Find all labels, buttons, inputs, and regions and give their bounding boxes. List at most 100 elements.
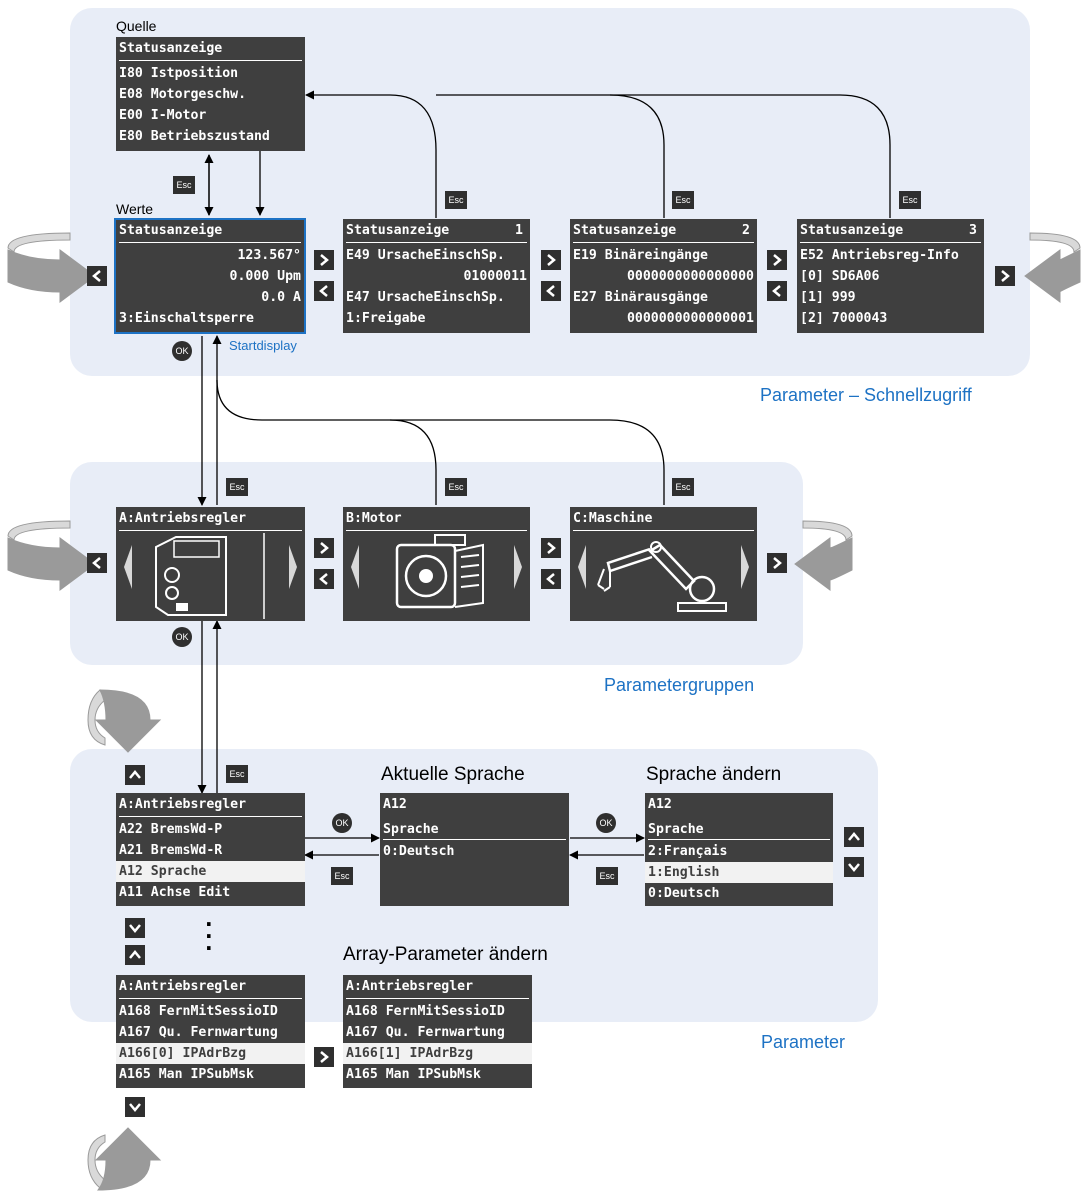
up-button[interactable]	[125, 765, 145, 785]
list-item[interactable]: A21 BremsWd-R	[119, 843, 223, 858]
ok-button[interactable]: OK	[332, 813, 352, 833]
esc-button[interactable]: Esc	[672, 191, 694, 209]
group-screen-b[interactable]: B:Motor	[343, 507, 530, 621]
screen-line: E52 Antriebsreg-Info	[800, 248, 959, 263]
list-item-selected[interactable]: A166[0] IPAdrBzg	[116, 1043, 305, 1064]
left-button[interactable]	[314, 281, 334, 301]
chevron-left-icon	[546, 573, 555, 585]
language-option-selected[interactable]: 1:English	[645, 862, 833, 883]
ok-button[interactable]: OK	[172, 341, 192, 361]
list-item[interactable]: A11 Achse Edit	[119, 885, 231, 900]
screen-line: 01000011	[463, 269, 527, 284]
list-item-selected[interactable]: A166[1] IPAdrBzg	[343, 1043, 532, 1064]
right-button[interactable]	[995, 266, 1015, 286]
left-button[interactable]	[87, 266, 107, 286]
chevron-down-icon	[129, 1103, 141, 1112]
label-startdisplay: Startdisplay	[229, 338, 297, 353]
array-list-screen[interactable]: A:Antriebsregler A168 FernMitSessioID A1…	[116, 975, 305, 1088]
screen-index: 2	[742, 223, 750, 238]
group-screen-c[interactable]: C:Maschine	[570, 507, 757, 621]
language-option[interactable]: 2:Français	[648, 844, 728, 859]
esc-button[interactable]: Esc	[226, 478, 248, 496]
rotate-up-icon	[87, 1127, 162, 1191]
screen-line: 123.567°	[237, 248, 301, 263]
list-item[interactable]: A168 FernMitSessioID	[119, 1004, 278, 1019]
left-button[interactable]	[541, 569, 561, 589]
list-item[interactable]: A22 BremsWd-P	[119, 822, 223, 837]
esc-button[interactable]: Esc	[331, 867, 353, 885]
screen-index: 3	[969, 223, 977, 238]
up-button[interactable]	[125, 945, 145, 965]
esc-button[interactable]: Esc	[445, 478, 467, 496]
screen-line: 0000000000000000	[626, 269, 754, 284]
chevron-down-icon	[129, 924, 141, 933]
right-button[interactable]	[767, 553, 787, 573]
up-button[interactable]	[844, 827, 864, 847]
group-screen-a[interactable]: A:Antriebsregler	[116, 507, 305, 621]
left-button[interactable]	[541, 281, 561, 301]
left-button[interactable]	[87, 553, 107, 573]
change-language-screen[interactable]: A12 Sprache 2:Français 1:English 0:Deuts…	[645, 793, 833, 906]
chevron-up-icon	[129, 770, 141, 779]
chevron-up-icon	[129, 950, 141, 959]
label-werte: Werte	[116, 201, 154, 217]
current-language-screen[interactable]: A12 Sprache 0:Deutsch	[380, 793, 569, 906]
esc-button[interactable]: Esc	[173, 176, 195, 194]
list-item[interactable]: A168 FernMitSessioID	[346, 1004, 505, 1019]
screen-line: E49 UrsacheEinschSp.	[346, 248, 505, 263]
ok-button[interactable]: OK	[596, 813, 616, 833]
language-option[interactable]: 0:Deutsch	[648, 886, 720, 901]
rotate-left-icon	[7, 232, 96, 303]
screen-index: 1	[515, 223, 523, 238]
screen-title: C:Maschine	[573, 511, 653, 526]
esc-button[interactable]: Esc	[226, 765, 248, 783]
list-item-selected[interactable]: A12 Sprache	[116, 861, 305, 882]
screen-line: E19 Binäreingänge	[573, 248, 708, 263]
esc-button[interactable]: Esc	[596, 867, 618, 885]
esc-button[interactable]: Esc	[445, 191, 467, 209]
list-item[interactable]: A165 Man IPSubMsk	[346, 1067, 481, 1082]
left-button[interactable]	[767, 281, 787, 301]
param-code: A12	[383, 797, 407, 812]
list-item[interactable]: A165 Man IPSubMsk	[119, 1067, 254, 1082]
right-button[interactable]	[541, 538, 561, 558]
chevron-down-icon	[848, 863, 860, 872]
screen-title: B:Motor	[346, 511, 402, 526]
section-title-groups: Parametergruppen	[604, 675, 755, 695]
array-edit-screen[interactable]: A:Antriebsregler A168 FernMitSessioID A1…	[343, 975, 532, 1088]
right-button[interactable]	[314, 1047, 334, 1067]
right-button[interactable]	[541, 250, 561, 270]
label-current-language: Aktuelle Sprache	[381, 764, 525, 785]
robot-arm-icon	[578, 541, 749, 612]
screen-title: A:Antriebsregler	[346, 979, 474, 994]
rotate-right-icon	[1024, 232, 1081, 303]
right-button[interactable]	[314, 538, 334, 558]
list-item[interactable]: A167 Qu. Fernwartung	[346, 1025, 505, 1040]
screen-line: E27 Binärausgänge	[573, 290, 708, 305]
parameter-list-screen[interactable]: A:Antriebsregler A22 BremsWd-P A21 Brems…	[116, 793, 305, 906]
section-title-parameter: Parameter	[761, 1032, 846, 1052]
right-button[interactable]	[314, 250, 334, 270]
chevron-left-icon	[319, 285, 328, 297]
screen-line: 0.000 Upm	[229, 269, 301, 284]
param-name: Sprache	[648, 822, 704, 837]
screen-line: E47 UrsacheEinschSp.	[346, 290, 505, 305]
param-name: Sprache	[383, 822, 439, 837]
esc-button[interactable]: Esc	[899, 191, 921, 209]
status-screen-start[interactable]: Statusanzeige 123.567° 0.000 Upm 0.0 A 3…	[114, 218, 306, 334]
screen-line: E80 Betriebszustand	[119, 129, 270, 144]
down-button[interactable]	[125, 918, 145, 938]
screen-line: [0] SD6A06	[800, 269, 880, 284]
left-button[interactable]	[314, 569, 334, 589]
chevron-left-icon	[772, 285, 781, 297]
right-button[interactable]	[767, 250, 787, 270]
ok-button[interactable]: OK	[172, 627, 192, 647]
down-button[interactable]	[844, 857, 864, 877]
down-button[interactable]	[125, 1097, 145, 1117]
esc-button[interactable]: Esc	[672, 478, 694, 496]
list-item[interactable]: A167 Qu. Fernwartung	[119, 1025, 278, 1040]
